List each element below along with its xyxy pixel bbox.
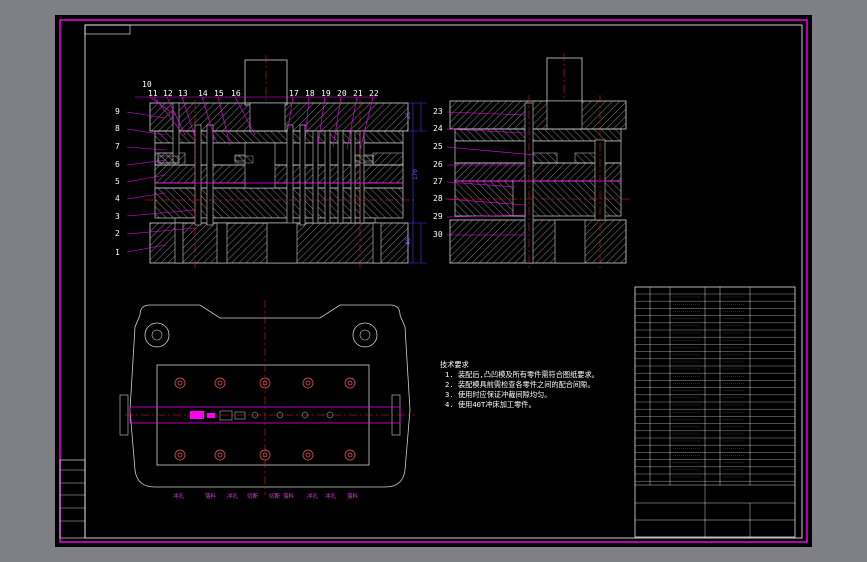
station-label: 冲孔 [325,492,337,500]
side-shank [546,57,583,104]
part-number-18: 18 [305,89,315,98]
bom-table [634,286,796,538]
note-line-3: 3. 使用时应保证冲裁间隙均匀。 [445,390,551,399]
part-number-1: 1 [115,248,120,257]
part-number-29: 29 [433,212,443,221]
main-section-view [145,55,415,270]
part-number-11: 11 [148,89,158,98]
left-leaders [126,111,196,253]
side-stamp-block [59,459,86,539]
corner-box [84,24,131,35]
top-leaders [135,96,377,151]
part-number-8: 8 [115,124,120,133]
station-label: 冲孔 [307,492,319,500]
dim-total: 170 [412,169,419,180]
station-label: 切断 [247,492,259,500]
station-label: 落料 [205,492,217,500]
part-number-16: 16 [231,89,241,98]
part-number-24: 24 [433,124,443,133]
part-number-15: 15 [214,89,224,98]
outer-border [59,19,808,543]
plan-view [119,300,415,495]
part-number-9: 9 [115,107,120,116]
part-number-23: 23 [433,107,443,116]
part-number-30: 30 [433,230,443,239]
screw-holes [174,377,356,461]
side-section-view [445,53,631,270]
station-label: 冲孔 [227,492,239,500]
station-label: 切断 [269,492,281,500]
part-number-7: 7 [115,142,120,151]
part-number-26: 26 [433,160,443,169]
part-number-3: 3 [115,212,120,221]
part-number-21: 21 [353,89,363,98]
part-number-12: 12 [163,89,173,98]
drawing-svg [59,19,808,543]
note-line-4: 4. 使用40T冲床加工零件。 [445,400,536,409]
part-number-14: 14 [198,89,208,98]
part-number-20: 20 [337,89,347,98]
part-number-6: 6 [115,160,120,169]
station-label: 冲孔 [173,492,185,500]
part-number-28: 28 [433,194,443,203]
part-number-5: 5 [115,177,120,186]
part-number-4: 4 [115,194,120,203]
part-number-13: 13 [178,89,188,98]
dim-bottom: 40 [405,237,412,245]
inner-frame [84,24,803,539]
lower-die-outline [129,304,411,488]
station-label: 落料 [283,492,295,500]
dim-top: 25 [405,111,412,119]
dimension-lines [408,102,427,264]
note-line-2: 2. 装配模具前需检查各零件之间的配合间隙。 [445,380,595,389]
part-number-17: 17 [289,89,299,98]
station-label: 落料 [347,492,359,500]
part-number-10: 10 [142,80,152,89]
part-number-25: 25 [433,142,443,151]
right-leaders [446,111,536,236]
note-line-1: 1. 装配后,凸凹模及所有零件需符合图纸要求。 [445,370,599,379]
part-number-27: 27 [433,177,443,186]
part-number-22: 22 [369,89,379,98]
part-number-2: 2 [115,229,120,238]
notes-title: 技术要求 [440,360,469,369]
part-number-19: 19 [321,89,331,98]
